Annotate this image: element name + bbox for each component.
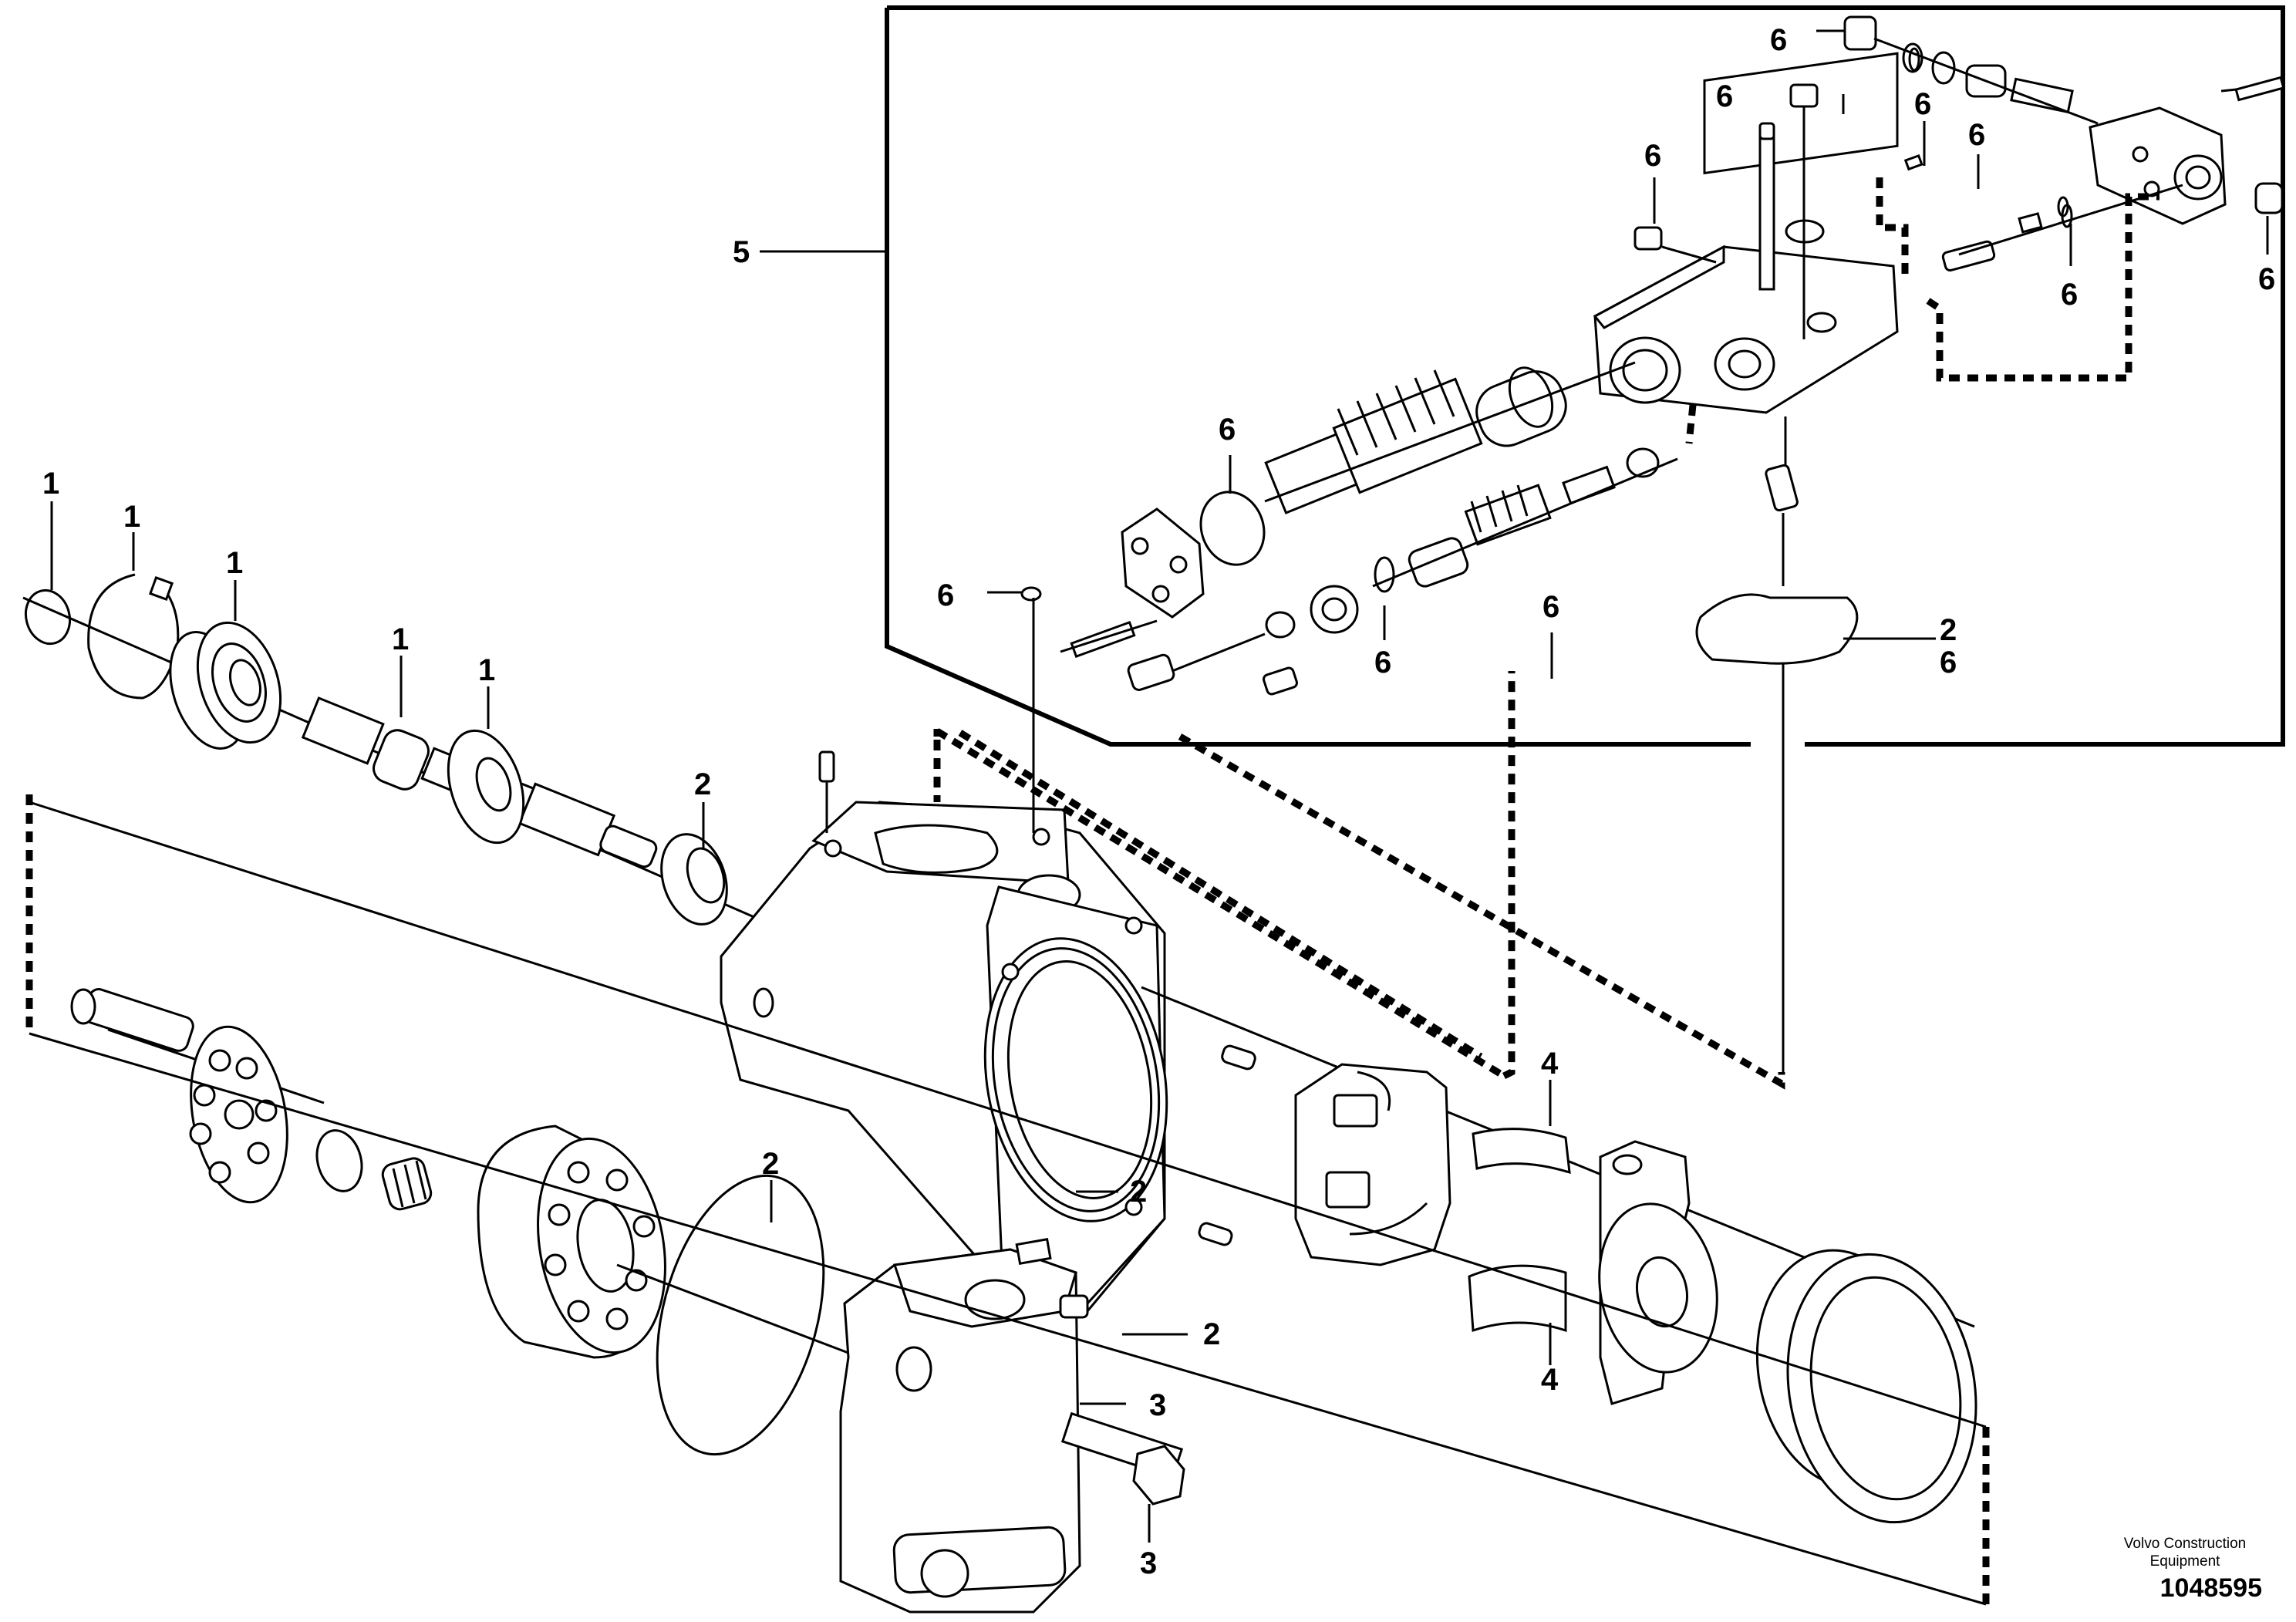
callout-6-gasket: 6 [1940, 646, 1957, 679]
pump-housing [720, 750, 1168, 1313]
callout-1-bearing: 1 [226, 546, 243, 580]
bearing-ring [1755, 1249, 1977, 1524]
drive-shaft-assembly [22, 573, 757, 926]
callout-6-pin: 6 [937, 578, 954, 612]
bearing-shell-lower [1468, 1264, 1567, 1333]
spool-spring-row [1265, 447, 1678, 639]
large-o-ring [656, 1174, 825, 1456]
spherical-bushing [315, 1129, 363, 1192]
manufacturer-credit: Volvo Construction Equipment [2100, 1535, 2270, 1570]
valve-housing [1593, 52, 1899, 414]
callout-2-o-ring: 2 [762, 1147, 779, 1181]
pressure-cutoff-block [2089, 76, 2285, 225]
leader-lines [50, 29, 2269, 1543]
swash-cradle [1294, 1063, 1451, 1266]
bearing-shell-upper [1472, 1128, 1571, 1175]
plug-screw [1059, 1294, 1089, 1319]
cylinder-block [477, 1125, 666, 1359]
callout-6-lower-seal: 6 [1542, 590, 1559, 624]
callout-6-washer: 6 [1374, 646, 1391, 679]
callout-4-upper: 4 [1541, 1047, 1559, 1081]
control-valve-inset [760, 5, 2285, 747]
callout-2-gasket: 2 [1940, 613, 1957, 647]
callout-6-ring: 6 [1968, 118, 1985, 152]
swash-plate [1598, 1140, 1718, 1405]
ball-bearing [169, 621, 282, 750]
retaining-ring-small [24, 588, 72, 646]
callout-6-right-plug: 6 [2258, 262, 2275, 296]
small-washer [1908, 47, 1920, 72]
center-pin [83, 988, 194, 1052]
retainer-plate [189, 1025, 288, 1204]
cover-plate [1060, 508, 1298, 696]
callout-1-retaining-ring: 1 [42, 467, 59, 501]
callout-1-shaft: 1 [392, 622, 409, 656]
callout-3-bolt-bottom: 3 [1140, 1546, 1157, 1580]
cradle-bearing-shells [1141, 986, 1977, 1524]
small-o-ring [1020, 586, 1042, 602]
callout-6-o-ring: 6 [1219, 413, 1236, 447]
control-gasket [1695, 593, 1859, 665]
credit-line-1: Volvo Construction [2123, 1536, 2247, 1552]
callout-2-shaft-seal: 2 [694, 767, 711, 801]
assembly-dashed-lines [25, 671, 1990, 1604]
small-seal [2061, 204, 2073, 228]
callout-2-plug: 2 [1130, 1175, 1147, 1209]
rotary-group [70, 988, 1165, 1475]
piston-spring-assembly [1199, 361, 1636, 566]
dowel-pin [818, 750, 835, 783]
callout-6-top-bolt: 6 [1716, 79, 1733, 113]
callout-6-top-plug: 6 [1770, 23, 1787, 57]
socket-head-bolt-top [1758, 83, 1819, 339]
callout-1-snap-ring: 1 [123, 500, 140, 534]
callout-2-screw: 2 [1203, 1317, 1220, 1351]
callout-6-plug-a: 6 [1914, 87, 1931, 121]
shaft-seal [660, 833, 728, 926]
cylinder-spring [381, 1157, 433, 1211]
end-cover [839, 1237, 1089, 1614]
drawing-number: 1048595 [2159, 1573, 2262, 1603]
callout-1-washer: 1 [478, 653, 495, 687]
guide-pin [1765, 416, 1799, 586]
callout-3-bolt-right: 3 [1149, 1388, 1166, 1422]
snap-ring [87, 573, 180, 700]
callout-5-control-valve: 5 [733, 235, 750, 269]
callout-4-lower: 4 [1541, 1363, 1559, 1397]
callout-6-housing-plug: 6 [1644, 139, 1661, 173]
callout-labels: 1 1 1 1 1 2 2 2 2 3 3 4 4 5 2 6 6 6 6 6 … [42, 23, 2275, 1580]
callout-6-seal: 6 [2061, 278, 2078, 312]
hex-bolt [1060, 1411, 1185, 1506]
thrust-washer [447, 729, 525, 845]
credit-line-2: Equipment [2149, 1553, 2220, 1570]
